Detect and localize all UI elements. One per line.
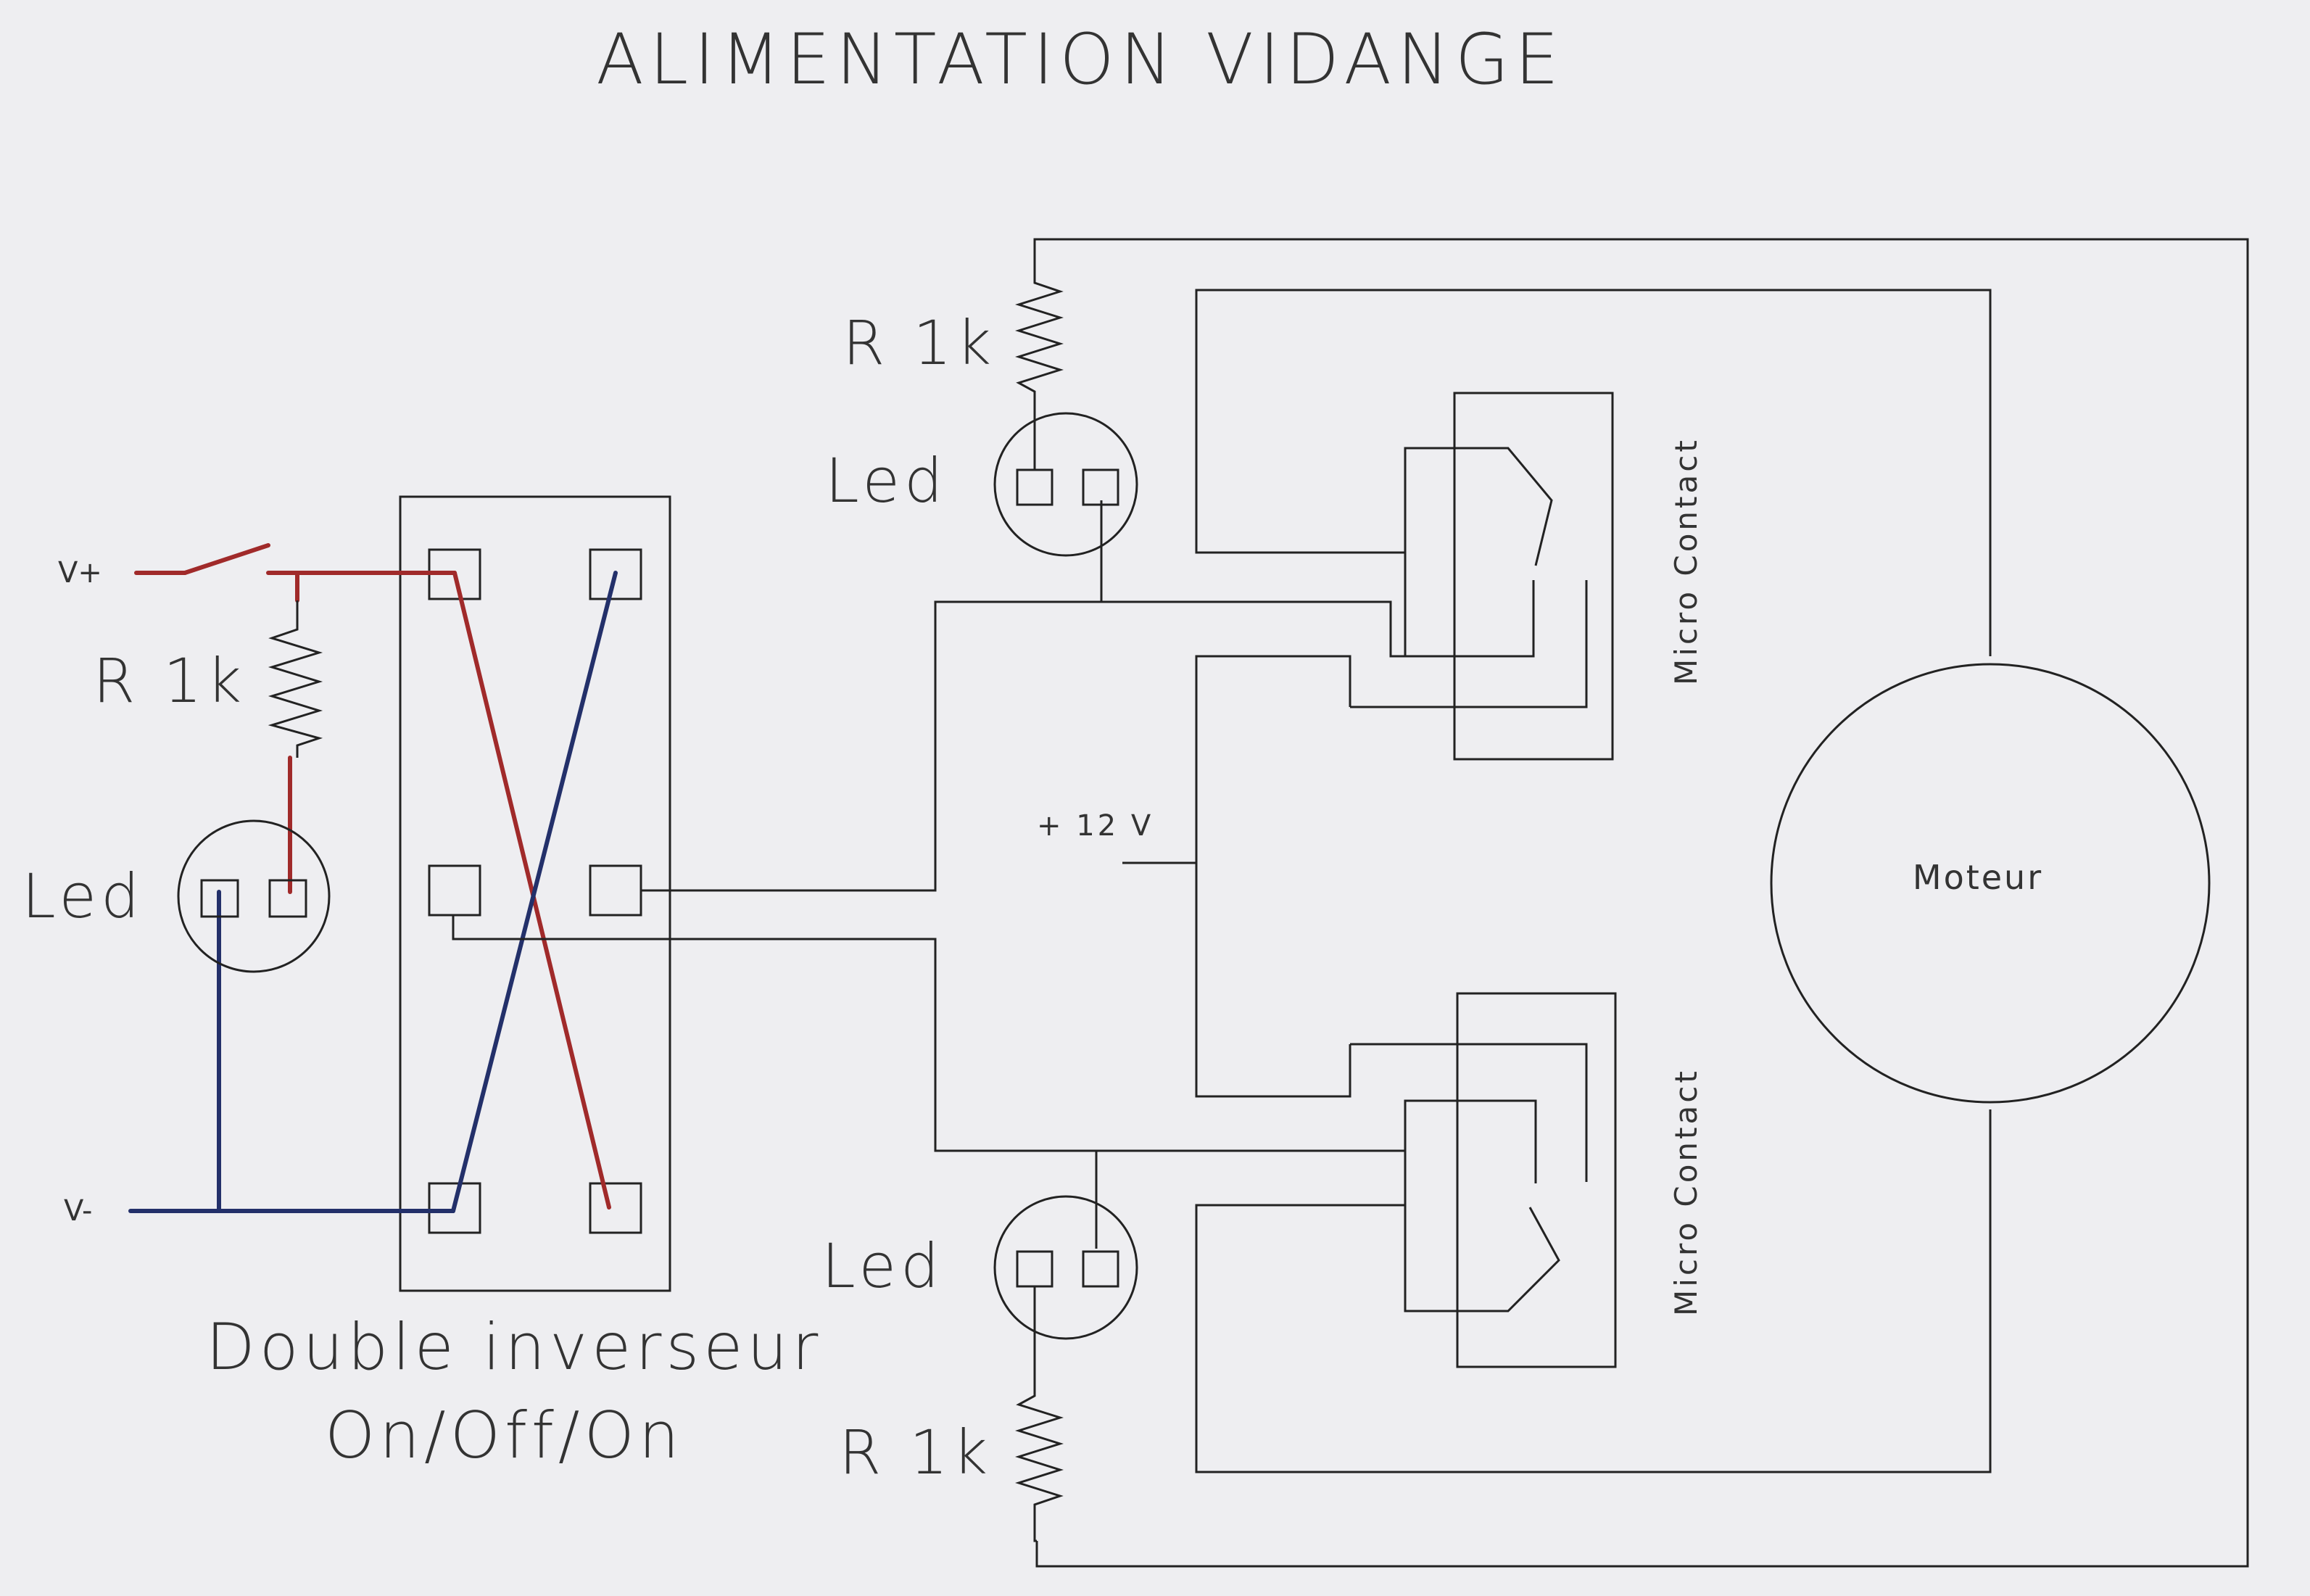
micro-contact-top-body <box>1453 392 1614 761</box>
micro-contact-top-lever <box>1404 447 1553 656</box>
micro-contact-bottom-lever <box>1404 1101 1560 1312</box>
led-bottom-symbol <box>993 1195 1138 1340</box>
switch-name-line1: Double inverseur <box>206 1310 822 1384</box>
led-top-symbol <box>993 412 1138 557</box>
v-plus-label: V+ <box>58 556 102 590</box>
led-top-pin-b <box>1082 468 1119 506</box>
micro-contact-top-label: Micro Contact <box>1668 437 1704 685</box>
cross-wire-blue <box>451 571 618 1213</box>
led-left-symbol <box>177 819 331 973</box>
led-bottom-pin-a <box>1016 1250 1053 1288</box>
micro-contact-bottom-label: Micro Contact <box>1668 1068 1704 1316</box>
on-off-switch-lever <box>183 543 270 575</box>
micro-contact-top-terminal-a <box>1405 580 1535 658</box>
resistor-top-label: R 1k <box>843 307 995 379</box>
resistor-bottom-label: R 1k <box>839 1417 992 1488</box>
led-bottom-label: Led <box>821 1231 943 1302</box>
wire-switch-to-top-branch <box>641 600 1468 892</box>
cross-wire-red <box>452 571 611 1210</box>
double-switch-body <box>399 495 671 1292</box>
led-left-pin-b <box>268 879 307 918</box>
micro-contact-bottom-terminal-a <box>1405 1099 1537 1183</box>
switch-terminal-mid-left <box>428 864 481 917</box>
motor-top-return-wire <box>1195 289 1992 656</box>
micro-contact-bottom-body <box>1456 992 1617 1368</box>
micro-contact-top-terminal-b <box>1350 580 1588 708</box>
switch-name-line2: On/Off/On <box>325 1398 684 1473</box>
switch-terminal-top-right <box>589 548 642 600</box>
wire-supply-bus <box>1195 655 1351 1098</box>
motor-bottom-return-wire <box>1195 1109 1992 1473</box>
motor-symbol <box>1770 663 2211 1104</box>
led-top-pin-a <box>1016 468 1053 506</box>
led-top-label: Led <box>825 445 947 516</box>
resistor-left-label: R 1k <box>93 645 246 716</box>
switch-terminal-bottom-left <box>428 1182 481 1234</box>
motor-label: Moteur <box>1913 858 2043 897</box>
wire-switch-to-bottom-branch <box>452 915 1468 1152</box>
micro-contact-bottom-terminal-b <box>1350 1043 1588 1182</box>
resistor-left-symbol <box>268 600 323 758</box>
switch-terminal-bottom-right <box>589 1182 642 1234</box>
supply-label: + 12 V <box>1037 809 1154 843</box>
led-left-label: Led <box>22 861 144 932</box>
resistor-top-symbol <box>1015 238 2249 1568</box>
v-minus-label: V- <box>64 1194 92 1228</box>
resistor-bottom-symbol <box>1015 1286 1064 1542</box>
led-bottom-pin-b <box>1082 1250 1119 1288</box>
led-left-pin-a <box>200 879 239 918</box>
diagram-title: ALIMENTATION VIDANGE <box>596 19 1565 100</box>
switch-terminal-mid-right <box>589 864 642 917</box>
